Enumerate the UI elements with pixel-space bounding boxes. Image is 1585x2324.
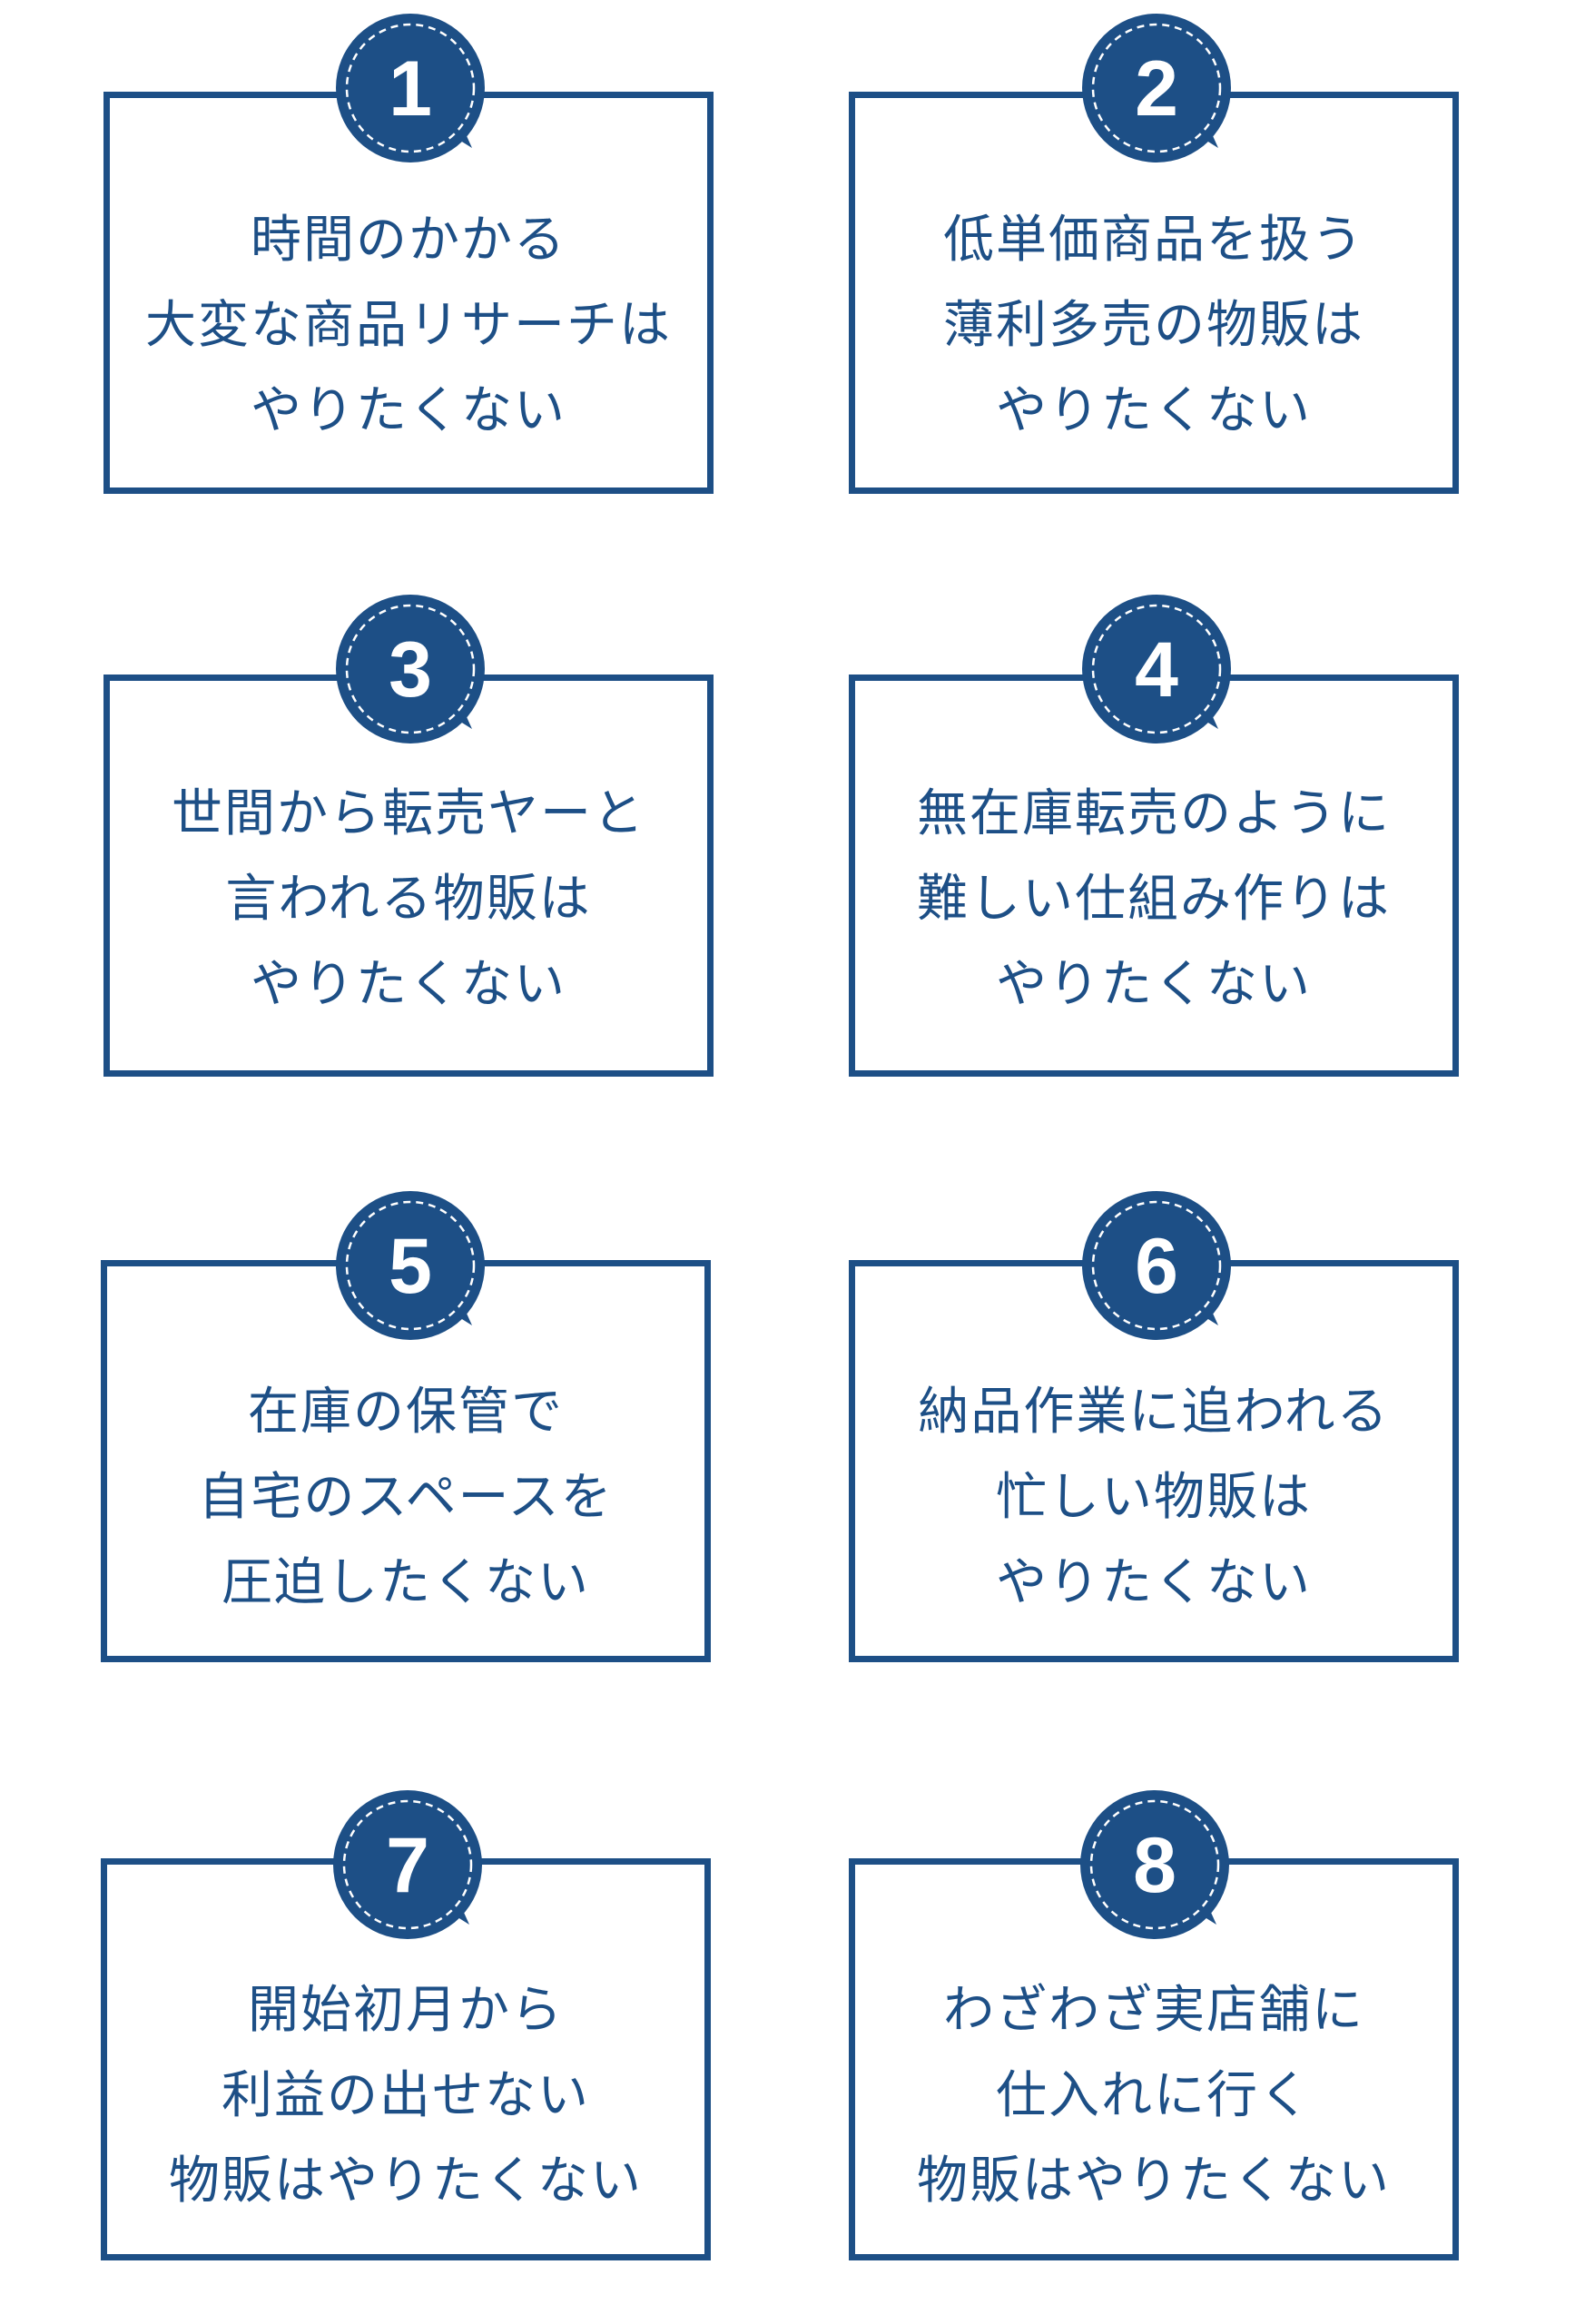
card-text: わざわざ実店舗に 仕入れに行く 物販はやりたくない: [855, 1968, 1452, 2224]
badge-number: 5: [389, 1223, 432, 1310]
number-badge-7: 7: [333, 1790, 487, 1945]
card-text: 低単価商品を扱う 薄利多売の物販は やりたくない: [855, 198, 1452, 454]
card-text: 世間から転売ヤーと 言われる物販は やりたくない: [110, 772, 707, 1028]
card-line: 物販はやりたくない: [917, 2152, 1391, 2211]
card-line: やりたくない: [251, 955, 566, 1014]
card-text: 開始初月から 利益の出せない 物販はやりたくない: [107, 1968, 704, 2224]
card-line: 自宅のスペースを: [198, 1468, 614, 1527]
card-line: 難しい仕組み作りは: [917, 870, 1391, 929]
number-badge-4: 4: [1082, 595, 1236, 749]
badge-number: 6: [1135, 1223, 1178, 1310]
card-line: わざわざ実店舗に: [943, 1981, 1364, 2040]
badge-number: 7: [386, 1822, 429, 1909]
card-line: 圧迫したくない: [222, 1553, 590, 1612]
badge-number: 8: [1133, 1822, 1176, 1909]
number-badge-6: 6: [1082, 1191, 1236, 1345]
card-line: 低単価商品を扱う: [943, 211, 1364, 270]
card-line: 忙しい物販は: [996, 1468, 1312, 1527]
card-line: 薄利多売の物販は: [943, 296, 1364, 355]
number-badge-1: 1: [336, 14, 490, 168]
card-line: やりたくない: [996, 1553, 1312, 1612]
card-line: 大変な商品リサーチは: [145, 296, 672, 355]
number-badge-3: 3: [336, 595, 490, 749]
number-badge-2: 2: [1082, 14, 1236, 168]
card-text: 時間のかかる 大変な商品リサーチは やりたくない: [110, 198, 707, 454]
card-line: 在庫の保管で: [248, 1383, 564, 1442]
card-text: 在庫の保管で 自宅のスペースを 圧迫したくない: [107, 1370, 704, 1626]
badge-number: 3: [389, 626, 432, 714]
number-badge-5: 5: [336, 1191, 490, 1345]
card-line: やりたくない: [251, 381, 566, 440]
card-line: やりたくない: [996, 381, 1312, 440]
card-text: 無在庫転売のように 難しい仕組み作りは やりたくない: [855, 772, 1452, 1028]
card-line: 世間から転売ヤーと: [172, 784, 645, 843]
card-line: 納品作業に追われる: [918, 1383, 1390, 1442]
card-line: 開始初月から: [248, 1981, 564, 2040]
number-badge-8: 8: [1080, 1790, 1235, 1945]
card-line: 物販はやりたくない: [169, 2152, 643, 2211]
card-line: 言われる物販は: [225, 870, 592, 929]
card-line: 無在庫転売のように: [917, 784, 1391, 843]
badge-number: 1: [389, 45, 432, 133]
badge-number: 2: [1135, 45, 1178, 133]
card-line: 利益の出せない: [222, 2066, 590, 2125]
badge-number: 4: [1135, 626, 1178, 714]
card-line: やりたくない: [996, 955, 1312, 1014]
card-line: 仕入れに行く: [996, 2066, 1312, 2125]
card-line: 時間のかかる: [251, 211, 566, 270]
card-text: 納品作業に追われる 忙しい物販は やりたくない: [855, 1370, 1452, 1626]
